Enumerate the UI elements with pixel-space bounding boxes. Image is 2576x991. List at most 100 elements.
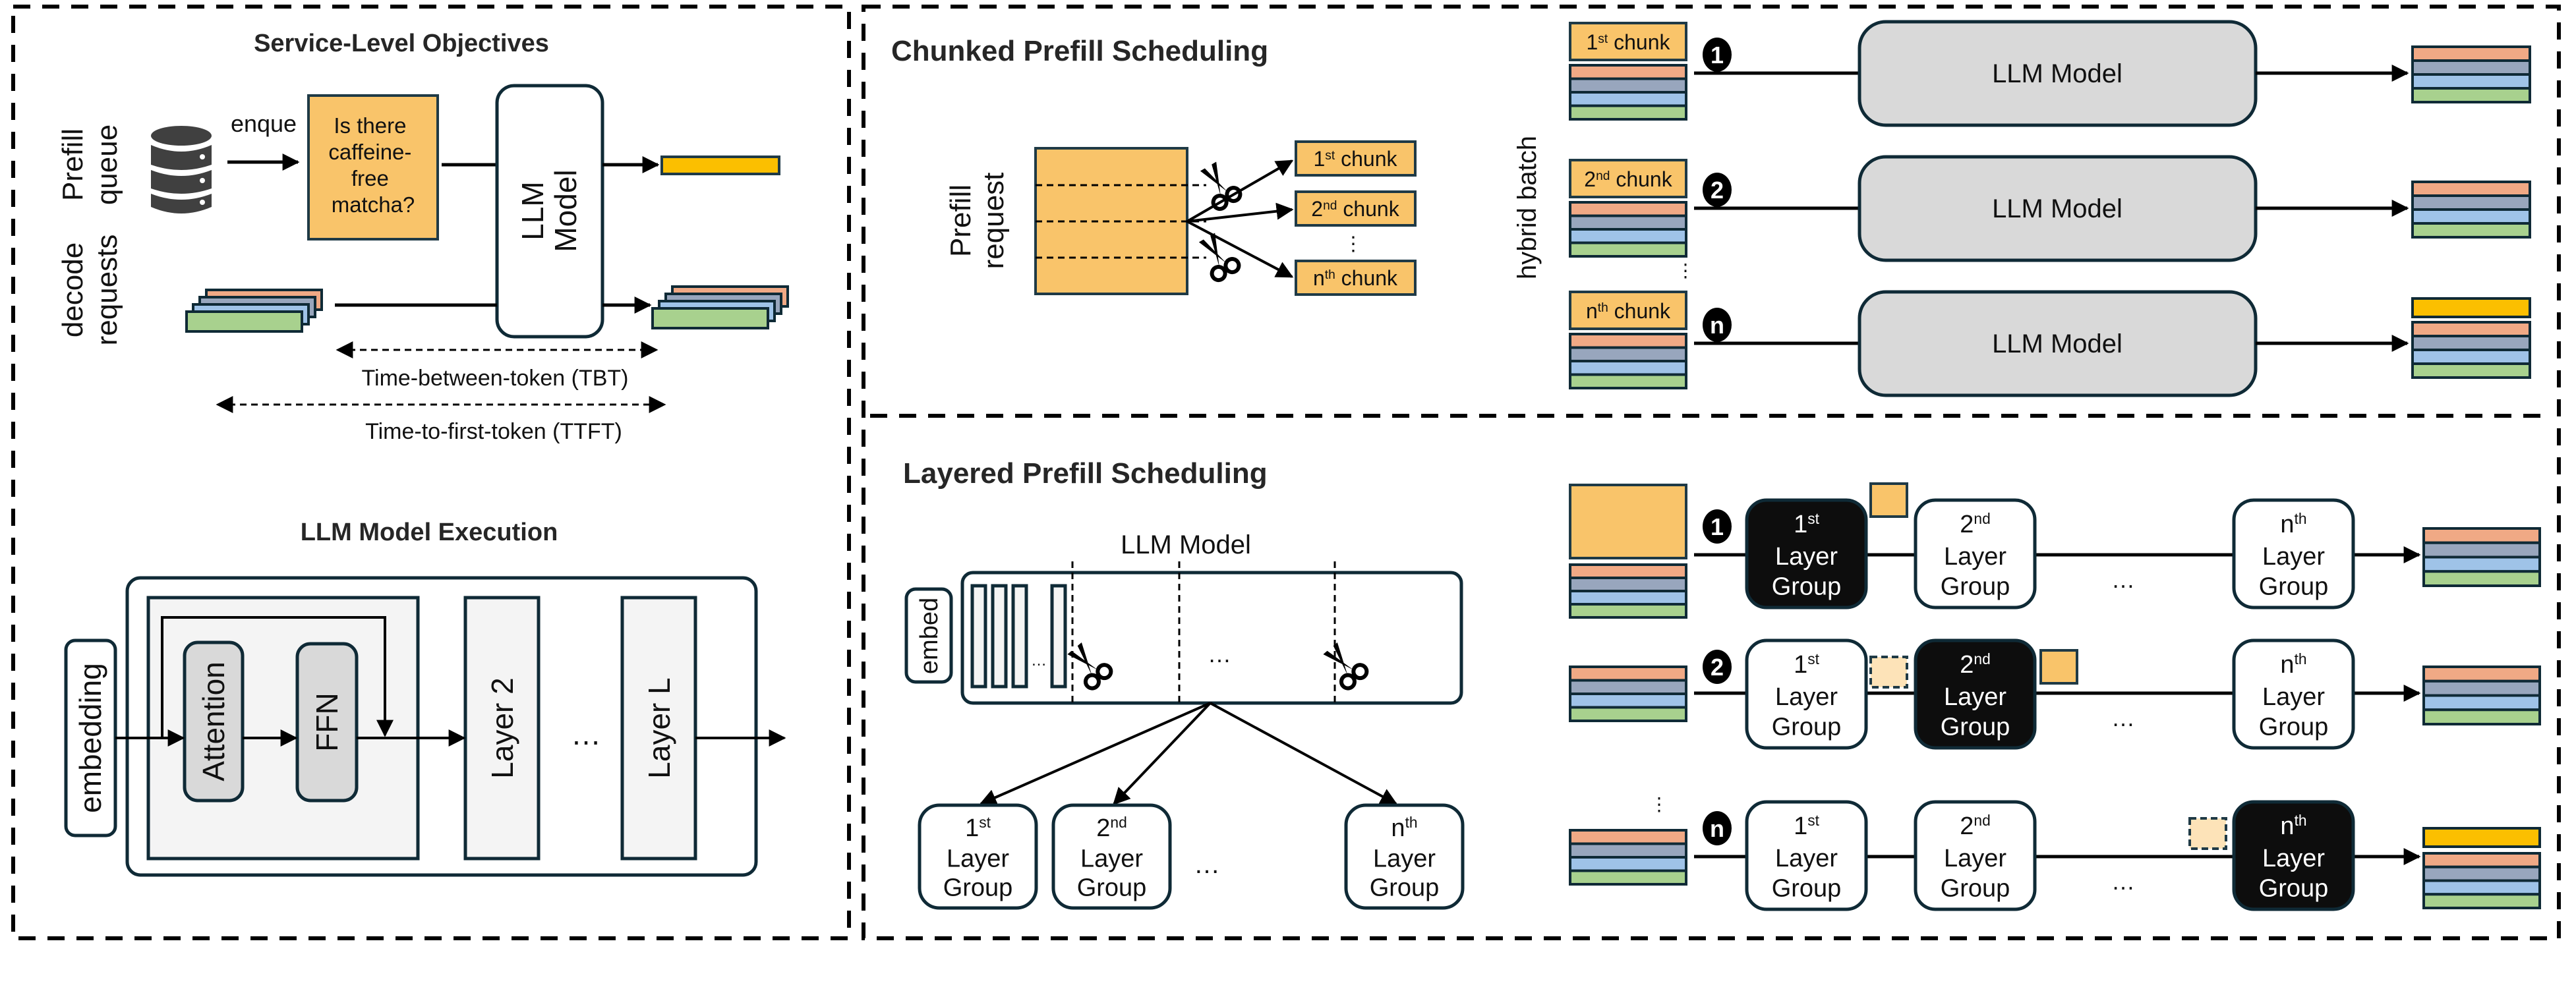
database-icon bbox=[151, 126, 212, 213]
prefill-question-text: Is there caffeine- free matcha? bbox=[328, 113, 417, 217]
kv-strip bbox=[2411, 59, 2531, 76]
kv-cache-stack bbox=[1569, 333, 1687, 389]
svg-text:queue: queue bbox=[91, 125, 123, 205]
kv-strip bbox=[1569, 241, 1687, 258]
kv-strip bbox=[1569, 679, 1687, 695]
chunk-label: 1st chunk bbox=[1313, 147, 1397, 171]
layer-group-label: Layer bbox=[2262, 543, 2325, 571]
kv-strip bbox=[1569, 869, 1687, 886]
kv-cache-stack bbox=[1569, 563, 1687, 619]
step-badge-circle bbox=[1703, 38, 1732, 72]
embedding-label: embedding bbox=[73, 663, 107, 813]
kv-strip bbox=[1569, 665, 1687, 682]
layer-group-ordinal: 1st bbox=[1794, 510, 1820, 538]
kv-strip bbox=[1569, 214, 1687, 231]
execution-title: LLM Model Execution bbox=[301, 519, 558, 546]
layer-group-ordinal: 1st bbox=[1794, 650, 1820, 679]
kv-strip bbox=[1569, 77, 1687, 94]
next-activation-block bbox=[2039, 649, 2078, 685]
kv-strip bbox=[1569, 856, 1687, 872]
chunked-title: Chunked Prefill Scheduling bbox=[891, 35, 1268, 67]
layered-model-box bbox=[960, 571, 1463, 705]
kv-strip bbox=[1569, 603, 1687, 619]
scissors-handle bbox=[1211, 194, 1229, 212]
batch-chunk-label: 2nd chunk bbox=[1584, 167, 1672, 191]
groups-ellipsis: … bbox=[2111, 868, 2135, 895]
ffn-box bbox=[295, 642, 359, 803]
layer-group bbox=[2232, 498, 2355, 609]
batch-ellipsis: ⋮ bbox=[1676, 260, 1695, 281]
kv-strip bbox=[1569, 842, 1687, 859]
decode-request-stack bbox=[185, 289, 323, 333]
kv-strip bbox=[2422, 679, 2541, 697]
layer-group-label: Group bbox=[1941, 874, 2010, 902]
chunk-label: nth chunk bbox=[1313, 266, 1398, 290]
kv-strip bbox=[2422, 527, 2541, 544]
scissors-blade bbox=[1210, 233, 1219, 268]
decode-output-stack bbox=[651, 285, 789, 329]
layer-group bbox=[1745, 800, 1868, 911]
layer-group-active bbox=[1745, 498, 1868, 609]
chunk-box bbox=[1295, 190, 1417, 227]
layer-group-ordinal: 2nd bbox=[1096, 814, 1127, 842]
slo-llm-model-box bbox=[495, 84, 604, 339]
layer-group-active bbox=[1914, 638, 2037, 750]
model-ellipsis: … bbox=[1208, 640, 1231, 667]
svg-text:Model: Model bbox=[548, 169, 583, 252]
kv-strip bbox=[1569, 91, 1687, 107]
kv-strip bbox=[1569, 590, 1687, 606]
step-badge-circle bbox=[1703, 173, 1732, 207]
kv-strip bbox=[2422, 665, 2541, 683]
kv-strip bbox=[1569, 360, 1687, 376]
kv-cache-stack bbox=[2411, 181, 2531, 239]
kv-strip bbox=[1569, 693, 1687, 709]
layer-group-label: Layer bbox=[1775, 683, 1838, 711]
kv-cache-stack bbox=[2411, 321, 2531, 379]
layer-group bbox=[1051, 803, 1172, 910]
layer-group-ordinal: nth bbox=[2280, 650, 2306, 679]
kv-strip bbox=[2411, 87, 2531, 103]
tbt-label: Time-between-token (TBT) bbox=[362, 366, 629, 391]
layer-strip bbox=[991, 584, 1008, 689]
layer-group-label: Group bbox=[1941, 573, 2010, 600]
layer-group-label: Layer bbox=[1944, 845, 2006, 872]
step-badge-circle bbox=[1703, 811, 1732, 845]
layer-group-label: Group bbox=[1077, 874, 1147, 901]
layerL-box bbox=[620, 596, 697, 861]
residual-skip-arrow bbox=[161, 616, 394, 738]
groups-ellipsis: … bbox=[2111, 704, 2135, 731]
kv-cache-stack bbox=[1569, 829, 1687, 886]
scissors-icon bbox=[1067, 642, 1113, 691]
layer-group-label: Group bbox=[943, 874, 1013, 901]
layer-group-ordinal: nth bbox=[2280, 812, 2306, 840]
slo-section: Service-Level Objectives Prefill queue d… bbox=[57, 30, 789, 444]
kv-cache-stack bbox=[2422, 852, 2541, 909]
svg-text:Prefill: Prefill bbox=[945, 184, 977, 257]
step-badge: 2 bbox=[1703, 650, 1732, 684]
layer-group-label: Layer bbox=[1944, 543, 2006, 571]
kv-strip bbox=[2411, 181, 2531, 197]
layer-group-ordinal: 2nd bbox=[1960, 650, 1991, 679]
prefill-question-box bbox=[307, 94, 439, 241]
kv-cache-stack bbox=[1569, 64, 1687, 121]
groups-ellipsis: … bbox=[2111, 566, 2135, 593]
step-badge-label: n bbox=[1710, 312, 1724, 339]
kv-strip bbox=[2422, 570, 2541, 587]
batch-llm-model-label: LLM Model bbox=[1992, 194, 2122, 223]
step-badge: n bbox=[1703, 811, 1732, 845]
scissors-handle bbox=[1225, 186, 1243, 204]
hybrid-batch-label: hybrid batch bbox=[1513, 136, 1542, 279]
batch-llm-model-label: LLM Model bbox=[1992, 59, 2122, 88]
step-badge-label: 2 bbox=[1711, 654, 1724, 681]
